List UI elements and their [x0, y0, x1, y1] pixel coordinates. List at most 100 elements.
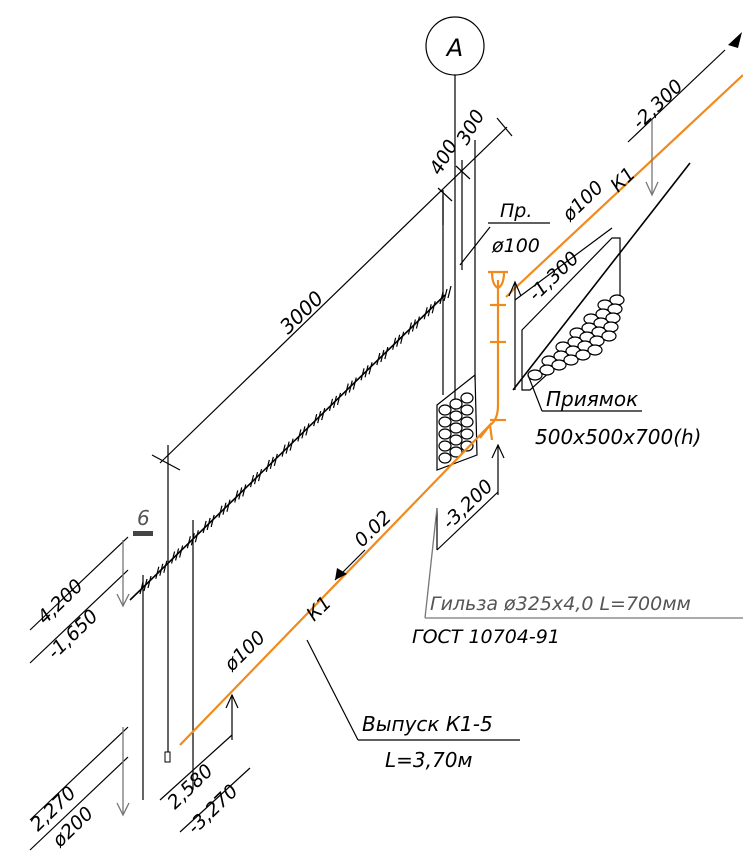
dim-3000-text: 3000 — [275, 286, 328, 339]
hatch-tick — [321, 407, 326, 421]
hatch-tick — [210, 514, 215, 528]
pipe-lower-diameter: ø100 — [219, 627, 269, 677]
hatch-tick — [447, 285, 452, 299]
sleeve-line1: Гильза ø325х4,0 L=700мм — [430, 593, 691, 615]
hatch-tick — [301, 426, 306, 439]
axis-marker-label: A — [445, 34, 463, 62]
dim-300-text: 300 — [452, 106, 489, 148]
pit-label: Приямок 500х500х700(h) — [527, 374, 701, 449]
hatch-tick — [170, 551, 176, 564]
gravel-stone — [460, 440, 474, 452]
gravel-stone — [575, 349, 591, 361]
hatch-tick — [364, 365, 369, 378]
elevation-left-lower: 2,270 ø200 — [26, 726, 130, 852]
gravel-stone — [460, 392, 474, 404]
gravel-stone — [438, 452, 452, 464]
hatch-tick — [348, 380, 353, 393]
hatch-tick — [344, 383, 349, 396]
cleanout-label-bottom: ø100 — [491, 235, 540, 257]
hatch-tick — [439, 291, 444, 305]
hatch-tick — [238, 487, 243, 500]
gravel-stone — [539, 364, 555, 376]
pipe-upper: ø100 К1 — [505, 32, 743, 298]
hatch-tick — [423, 307, 428, 320]
hatch-tick — [174, 548, 180, 561]
gravel-stone — [460, 416, 474, 428]
hatch-tick — [332, 395, 338, 408]
gravel-stone — [601, 330, 617, 342]
hatch-tick — [226, 499, 231, 512]
hatch-tick — [202, 520, 207, 534]
hatch-tick — [289, 438, 294, 451]
section-mark: 6 — [133, 506, 153, 536]
ground-line — [129, 162, 691, 601]
gravel-stone — [438, 440, 452, 452]
hatch-tick — [443, 288, 448, 302]
elevation-left-upper: 4,200 -1,650 — [29, 536, 130, 664]
hatch-tick — [273, 453, 278, 467]
slope-code: К1 — [302, 592, 336, 626]
pit-name: Приямок — [546, 387, 638, 411]
gravel-stone — [449, 398, 463, 410]
hatch-tick — [305, 423, 310, 436]
outlet-name: Выпуск К1-5 — [362, 712, 493, 736]
gravel-stone — [551, 359, 567, 371]
hatch-tick — [415, 316, 421, 329]
hatch-tick — [380, 349, 385, 363]
gravel-stone — [449, 410, 463, 422]
hatch-tick — [336, 392, 342, 405]
hatch-tick — [392, 337, 397, 350]
ground-hatch — [139, 285, 452, 595]
gravel-stone — [460, 428, 474, 440]
hatch-tick — [400, 331, 405, 344]
hatch-tick — [222, 502, 227, 515]
hatch-tick — [234, 490, 239, 503]
pit-size: 500х500х700(h) — [535, 425, 701, 449]
hatch-tick — [206, 517, 211, 531]
section-mark-text: 6 — [137, 506, 150, 530]
hatch-tick — [147, 575, 152, 589]
hatch-tick — [253, 472, 259, 485]
slope-indicator: 0.02 К1 — [302, 506, 396, 625]
axis-marker: A — [425, 16, 485, 410]
hatch-tick — [249, 475, 255, 488]
hatch-tick — [159, 563, 164, 576]
cleanout-label: Пр. ø100 — [459, 200, 550, 266]
hatch-tick — [317, 410, 322, 424]
hatch-tick — [427, 304, 432, 317]
hatch-tick — [143, 578, 148, 592]
hatch-tick — [269, 456, 274, 470]
hatch-tick — [265, 459, 270, 473]
gravel-stone — [449, 422, 463, 434]
hatch-tick — [376, 352, 381, 366]
pipe-lower — [179, 422, 494, 746]
hatch-tick — [218, 505, 223, 518]
gravel-stone — [449, 446, 463, 458]
hatch-tick — [285, 441, 290, 454]
riser — [484, 270, 508, 431]
hatch-tick — [352, 377, 357, 390]
hatch-tick — [396, 334, 401, 347]
hatch-tick — [257, 469, 263, 482]
hatch-tick — [194, 530, 199, 543]
outlet-length: L=3,70м — [385, 748, 473, 772]
gravel-stone — [603, 321, 619, 333]
hatch-tick — [360, 368, 365, 381]
pipe-top-code: К1 — [606, 163, 640, 197]
wall-lines — [142, 140, 476, 800]
hatch-tick — [384, 346, 389, 360]
elev-mid-text: -3,200 — [438, 475, 497, 533]
hatch-tick — [407, 322, 413, 335]
hatch-tick — [431, 301, 436, 314]
sleeve-label: Гильза ø325х4,0 L=700мм ГОСТ 10704-91 — [412, 507, 743, 648]
gravel-stone — [609, 294, 625, 306]
elevation-minus-2300: -2,300 — [627, 49, 726, 197]
hatch-tick — [297, 429, 302, 442]
gravel-stone — [449, 434, 463, 446]
elevation-bottom: 2,580 -3,270 — [159, 693, 251, 839]
pit-gravel — [521, 237, 625, 391]
hatch-tick — [313, 413, 318, 427]
hatch-tick — [139, 581, 144, 595]
hatch-tick — [281, 444, 286, 457]
